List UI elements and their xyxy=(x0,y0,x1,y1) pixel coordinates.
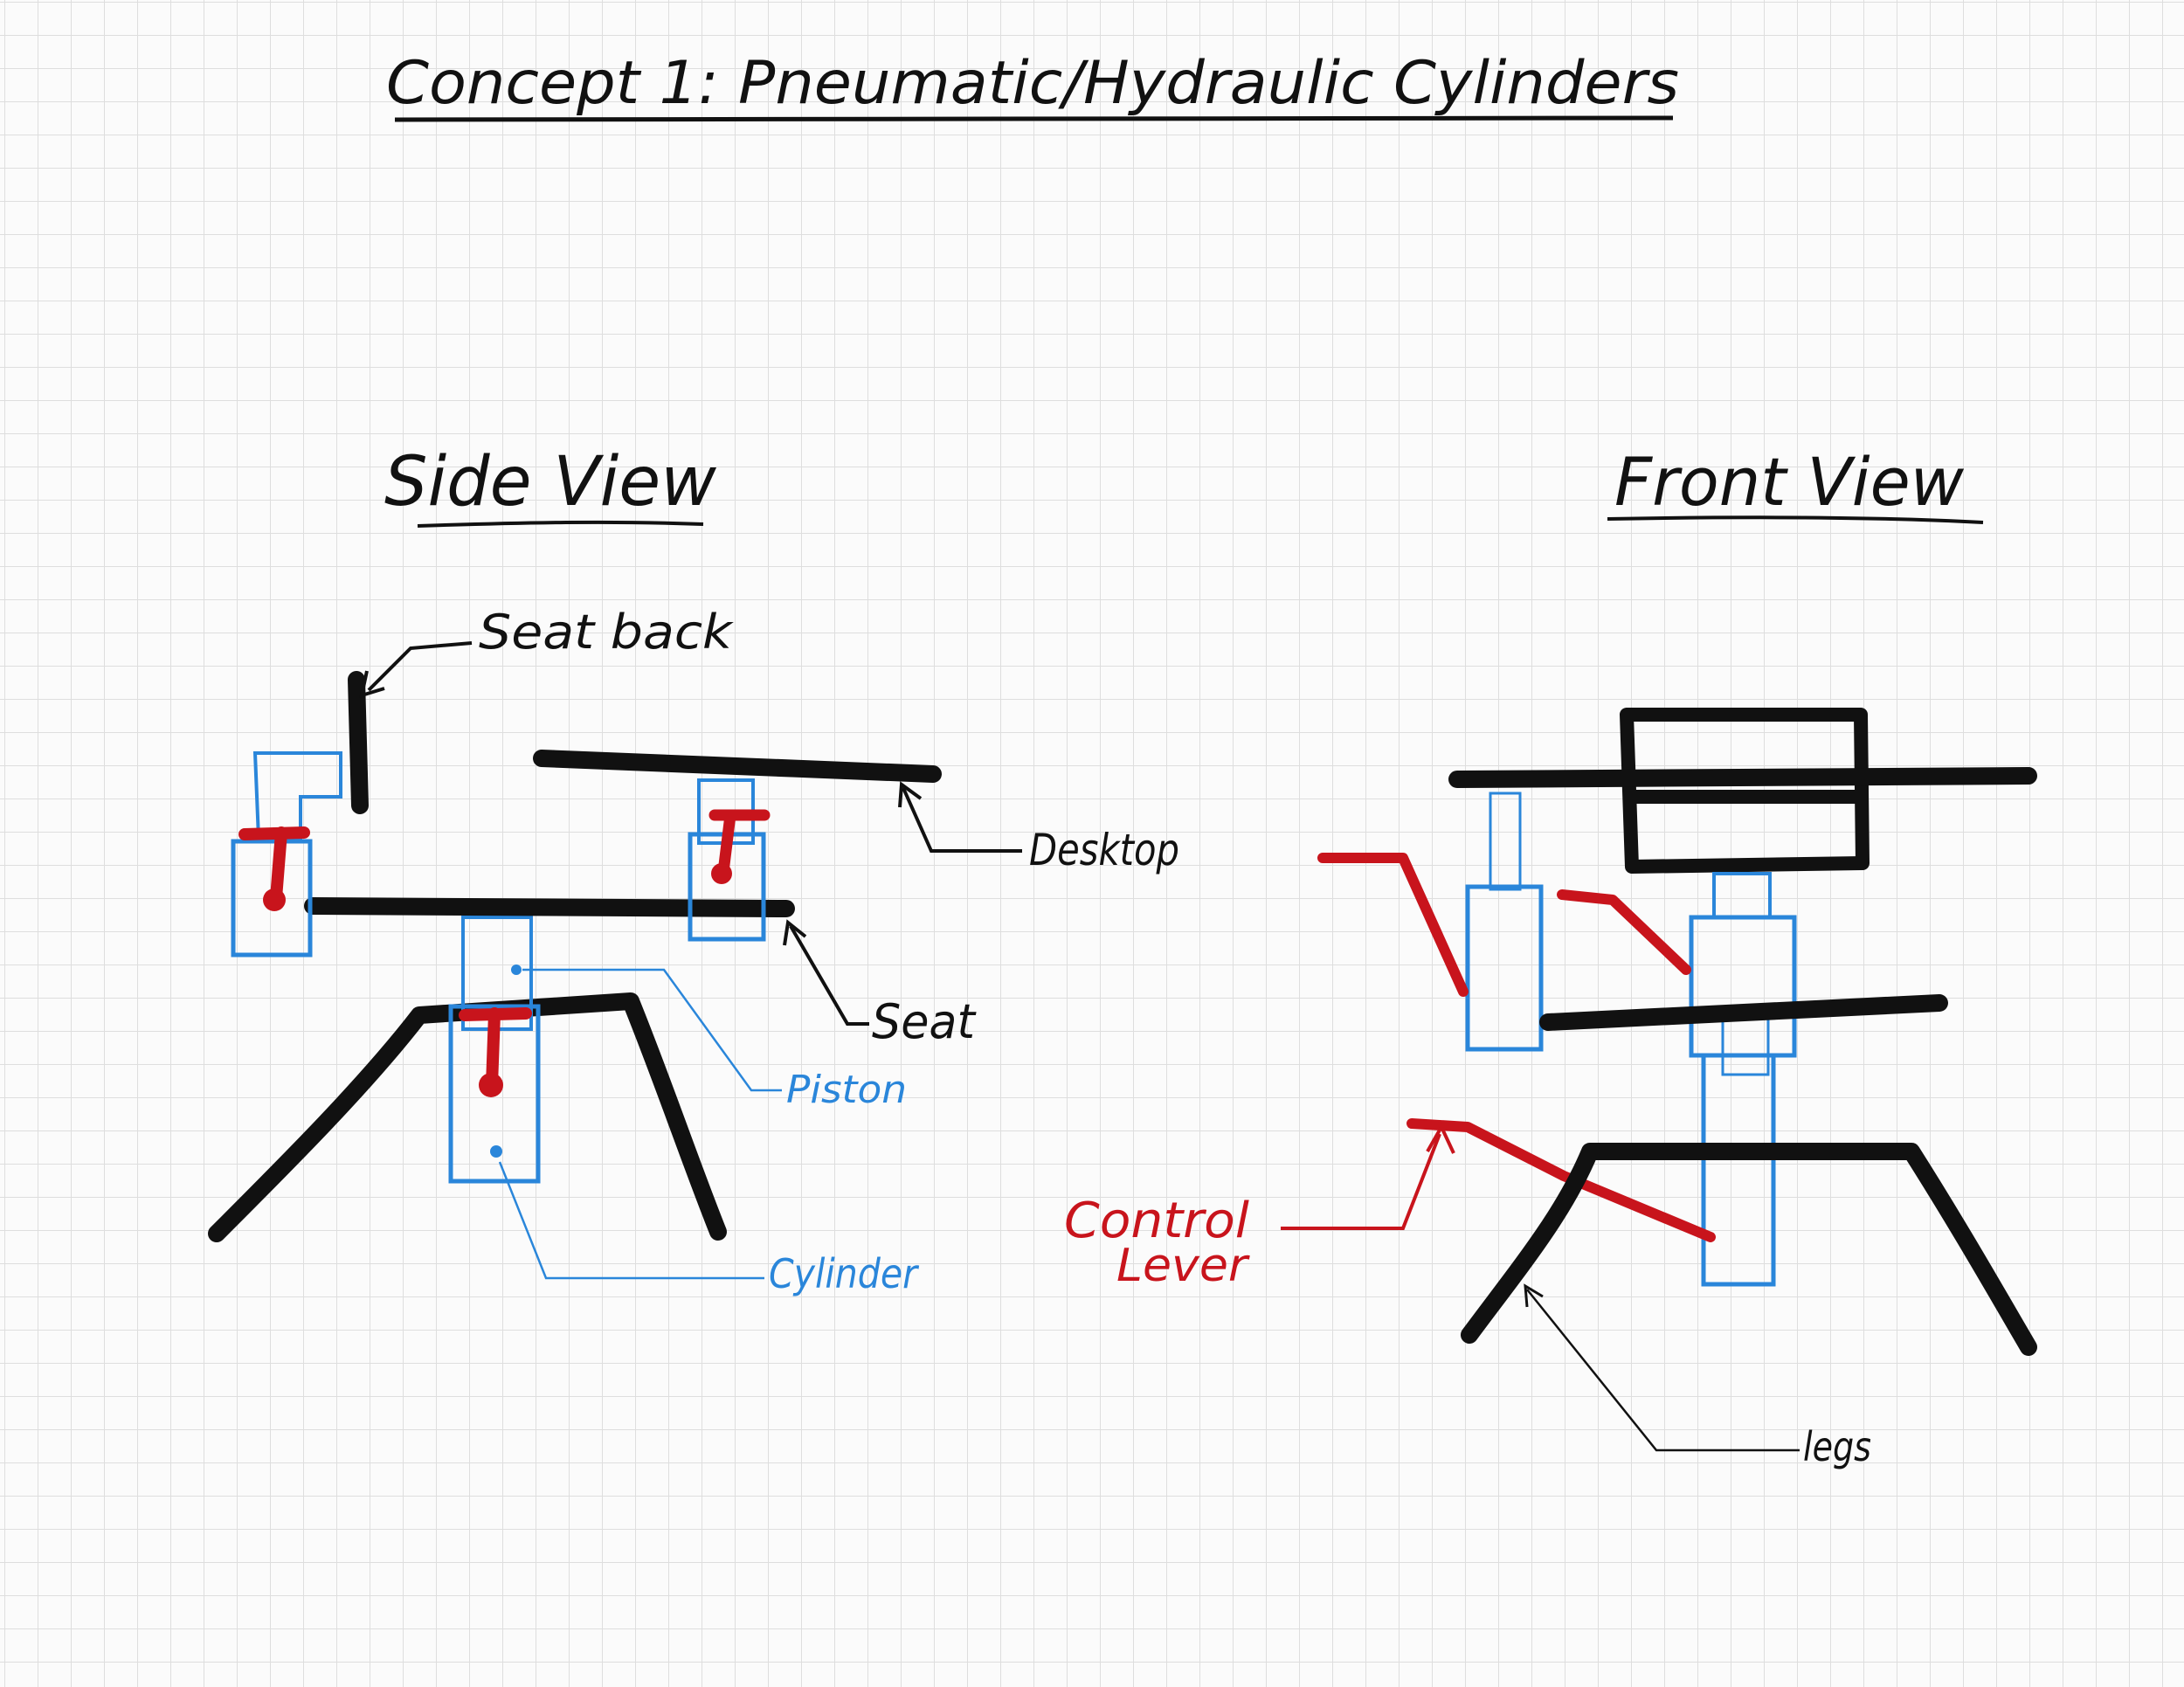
side-view-heading-underline xyxy=(417,520,704,528)
front-desk-piston xyxy=(1489,792,1522,891)
front-view: Front View Control Lever legs xyxy=(1064,443,2037,1470)
seat-leader xyxy=(789,924,869,1026)
side-seatback xyxy=(348,671,369,814)
seat-arrowhead xyxy=(783,919,807,946)
side-desktop xyxy=(533,750,942,783)
label-control: Control xyxy=(1064,1193,1249,1249)
cylinder-leader xyxy=(498,1161,764,1280)
label-cylinder: Cylinder xyxy=(769,1250,920,1297)
front-seat-piston xyxy=(1712,872,1772,919)
side-view: Side View Seat back De xyxy=(208,443,1179,1297)
side-legs xyxy=(208,992,727,1242)
front-seat xyxy=(1539,994,1948,1031)
piston-leader xyxy=(522,968,782,1092)
label-desktop: Desktop xyxy=(1029,825,1179,875)
side-cylinder-dot xyxy=(490,1145,502,1158)
label-piston: Piston xyxy=(786,1068,907,1112)
control-lever-leader xyxy=(1281,1133,1441,1230)
label-lever: Lever xyxy=(1116,1240,1251,1292)
side-cylinder xyxy=(448,1004,541,1184)
side-seatback-support xyxy=(252,751,342,840)
label-seat: Seat xyxy=(872,994,977,1049)
front-seat-box xyxy=(1620,708,1870,874)
seat-back-arrowhead xyxy=(359,670,385,698)
front-desk-cylinder xyxy=(1465,884,1544,1052)
legs-leader xyxy=(1526,1289,1800,1452)
desktop-arrowhead xyxy=(898,781,923,808)
front-lever-seat xyxy=(1557,889,1691,975)
side-lever-center-knob xyxy=(479,1073,503,1097)
label-legs: legs xyxy=(1803,1423,1871,1470)
side-seatback-cylinder xyxy=(231,839,313,958)
front-view-heading-underline xyxy=(1607,515,1984,524)
front-base-cylinder xyxy=(1701,1053,1776,1287)
side-seat xyxy=(304,897,795,917)
front-seat-cylinder xyxy=(1689,915,1797,1058)
side-lever-right xyxy=(708,809,771,878)
seat-back-leader xyxy=(367,641,473,692)
desktop-leader xyxy=(902,787,1022,853)
side-lever-left xyxy=(238,826,310,904)
side-lever-right-knob xyxy=(711,863,732,884)
side-piston-dot xyxy=(511,964,522,975)
front-lever-base xyxy=(1406,1118,1716,1242)
side-lever-left-knob xyxy=(263,888,286,911)
title-underline xyxy=(394,115,1674,122)
front-lever-desk xyxy=(1317,853,1469,997)
side-view-heading: Side View xyxy=(384,443,716,522)
front-desktop xyxy=(1448,767,2037,788)
legs-arrowhead xyxy=(1524,1283,1544,1308)
label-seat-back: Seat back xyxy=(479,605,735,660)
page-title: Concept 1: Pneumatic/Hydraulic Cylinders xyxy=(386,49,1679,118)
front-base-piston xyxy=(1721,1012,1770,1076)
title-group: Concept 1: Pneumatic/Hydraulic Cylinders xyxy=(386,49,1679,122)
front-legs xyxy=(1461,1143,2037,1356)
control-lever-arrowhead xyxy=(1426,1123,1455,1154)
front-view-heading: Front View xyxy=(1614,443,1965,521)
